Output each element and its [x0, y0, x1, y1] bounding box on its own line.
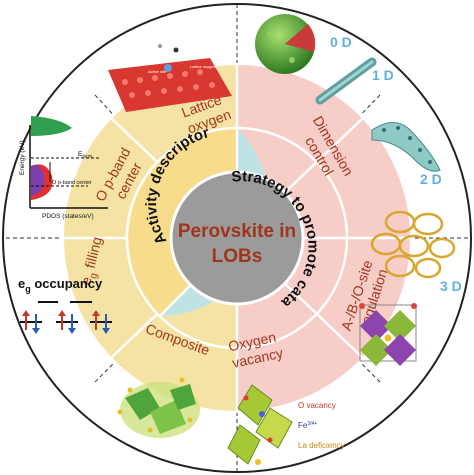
site-regulation-crystal-image	[359, 303, 417, 366]
oxygen-vacancy-image	[227, 384, 293, 465]
zero-d-particle-image	[255, 14, 316, 74]
three-d-network-image	[370, 210, 456, 279]
center-title-line2: LOBs	[212, 246, 263, 267]
o-vacancy-legend: O vacancy	[298, 401, 336, 410]
label-0d: 0 D	[330, 34, 352, 50]
label-3d: 3 D	[440, 278, 462, 294]
composite-image	[117, 377, 200, 438]
fe-legend: Fe3/4+	[298, 421, 317, 430]
lattice-oxygen-surface-image: Active site Lattice oxygen	[108, 44, 232, 112]
svg-text:Lattice oxygen: Lattice oxygen	[190, 64, 216, 69]
eg-occupancy-label: eg occupancy	[18, 276, 103, 294]
center-title-line1: Perovskite in	[178, 221, 296, 242]
label-2d: 2 D	[420, 171, 442, 187]
pdos-plot	[29, 116, 108, 209]
center-circle	[169, 170, 305, 306]
pdos-xlabel: PDOS (states/eV)	[42, 213, 94, 220]
eg-occupancy-diagram	[20, 301, 112, 334]
la-deficiency-legend: La deficiency	[298, 441, 345, 450]
label-1d: 1 D	[372, 67, 394, 83]
pdos-efermi: Efermi	[78, 151, 92, 159]
pdos-center-label: O p-band center	[52, 180, 92, 186]
two-d-sheet-image	[371, 122, 441, 172]
pdos-ylabel: Energy (eV)	[19, 140, 26, 175]
svg-text:Active site: Active site	[148, 69, 167, 74]
one-d-rod-image	[315, 57, 377, 105]
